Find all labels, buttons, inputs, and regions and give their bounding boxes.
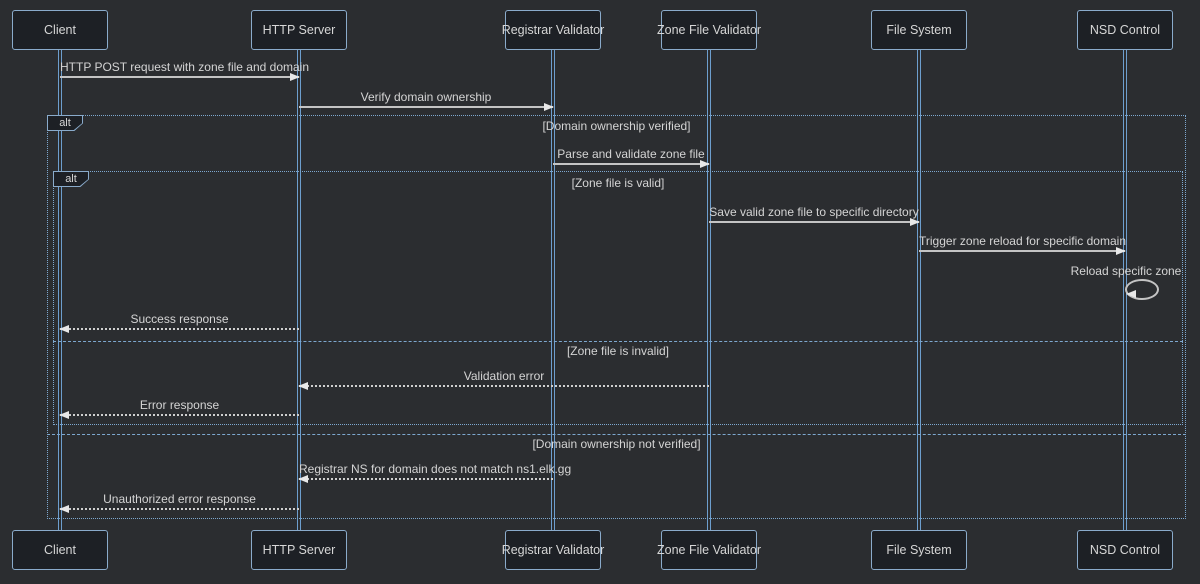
self-message-loop — [1125, 279, 1159, 300]
message-line — [553, 163, 709, 165]
message-line — [709, 221, 919, 223]
message-line — [60, 328, 299, 330]
lifeline-registrar-validator — [551, 50, 555, 530]
participant-box-client-top: Client — [12, 10, 108, 50]
alt-frame-inner: alt [Zone file is valid] [Zone file is i… — [53, 171, 1183, 425]
message-registrar-ns-mismatch: Registrar NS for domain does not match n… — [298, 462, 572, 483]
message-http-post-request: HTTP POST request with zone file and dom… — [60, 60, 310, 81]
message-label: Error response — [139, 398, 220, 412]
participant-box-nsd-control-top: NSD Control — [1077, 10, 1173, 50]
message-label: HTTP POST request with zone file and dom… — [60, 60, 310, 74]
participant-box-zone-file-validator-bottom: Zone File Validator — [657, 530, 761, 570]
arrowhead-left-icon — [298, 475, 308, 483]
arrowhead-right-icon — [910, 218, 920, 226]
lifeline-zone-file-validator — [707, 50, 711, 530]
message-line — [919, 250, 1125, 252]
arrowhead-left-icon — [59, 325, 69, 333]
alt-operator-tab-inner: alt — [53, 171, 89, 187]
message-reload-specific-zone: Reload specific zone — [1070, 264, 1182, 278]
message-line — [299, 478, 553, 480]
message-line — [60, 508, 299, 510]
message-line — [60, 414, 299, 416]
message-label: Verify domain ownership — [360, 90, 492, 104]
message-verify-domain-ownership: Verify domain ownership — [299, 90, 554, 111]
condition-label-zone-valid: [Zone file is valid] — [571, 176, 665, 190]
participant-box-registrar-validator-bottom: Registrar Validator — [502, 530, 604, 570]
message-line — [60, 76, 299, 78]
lifeline-http-server — [297, 50, 301, 530]
arrowhead-right-icon — [544, 103, 554, 111]
arrowhead-right-icon — [290, 73, 300, 81]
message-error-response: Error response — [59, 398, 299, 419]
message-label: Save valid zone file to specific directo… — [709, 205, 919, 219]
arrowhead-right-icon — [1116, 247, 1126, 255]
message-line — [299, 385, 709, 387]
message-save-zone-file: Save valid zone file to specific directo… — [709, 205, 920, 226]
arrowhead-left-icon — [59, 411, 69, 419]
alt-operator-tab-outer: alt — [47, 115, 83, 131]
message-unauthorized-error-response: Unauthorized error response — [59, 492, 299, 513]
participant-box-nsd-control-bottom: NSD Control — [1077, 530, 1173, 570]
participant-box-zone-file-validator-top: Zone File Validator — [657, 10, 761, 50]
message-validation-error: Validation error — [298, 369, 709, 390]
message-label: Parse and validate zone file — [557, 147, 705, 161]
arrowhead-left-icon — [59, 505, 69, 513]
message-success-response: Success response — [59, 312, 299, 333]
message-label: Unauthorized error response — [103, 492, 256, 506]
message-line — [299, 106, 553, 108]
message-label: Trigger zone reload for specific domain — [919, 234, 1126, 248]
participant-box-http-server-top: HTTP Server — [251, 10, 347, 50]
message-label: Validation error — [463, 369, 545, 383]
arrowhead-left-icon — [1126, 290, 1136, 298]
alt-frame-outer: alt [Domain ownership verified] [Domain … — [47, 115, 1186, 519]
arrowhead-right-icon — [700, 160, 710, 168]
message-parse-validate-zone-file: Parse and validate zone file — [553, 147, 710, 168]
participant-box-client-bottom: Client — [12, 530, 108, 570]
arrowhead-left-icon — [298, 382, 308, 390]
alt-divider-inner — [53, 341, 1183, 342]
alt-operator-label: alt — [48, 116, 82, 130]
participant-box-http-server-bottom: HTTP Server — [251, 530, 347, 570]
message-label: Success response — [130, 312, 229, 326]
condition-label-domain-not-verified: [Domain ownership not verified] — [532, 437, 701, 451]
message-label: Registrar NS for domain does not match n… — [299, 462, 572, 476]
condition-label-domain-verified: [Domain ownership verified] — [542, 119, 691, 133]
message-trigger-zone-reload: Trigger zone reload for specific domain — [919, 234, 1126, 255]
alt-operator-label: alt — [54, 172, 88, 186]
participant-box-file-system-top: File System — [871, 10, 967, 50]
condition-label-zone-invalid: [Zone file is invalid] — [566, 344, 670, 358]
participant-box-file-system-bottom: File System — [871, 530, 967, 570]
lifeline-client — [58, 50, 62, 530]
participant-box-registrar-validator-top: Registrar Validator — [502, 10, 604, 50]
alt-divider-outer — [47, 434, 1186, 435]
lifeline-file-system — [917, 50, 921, 530]
